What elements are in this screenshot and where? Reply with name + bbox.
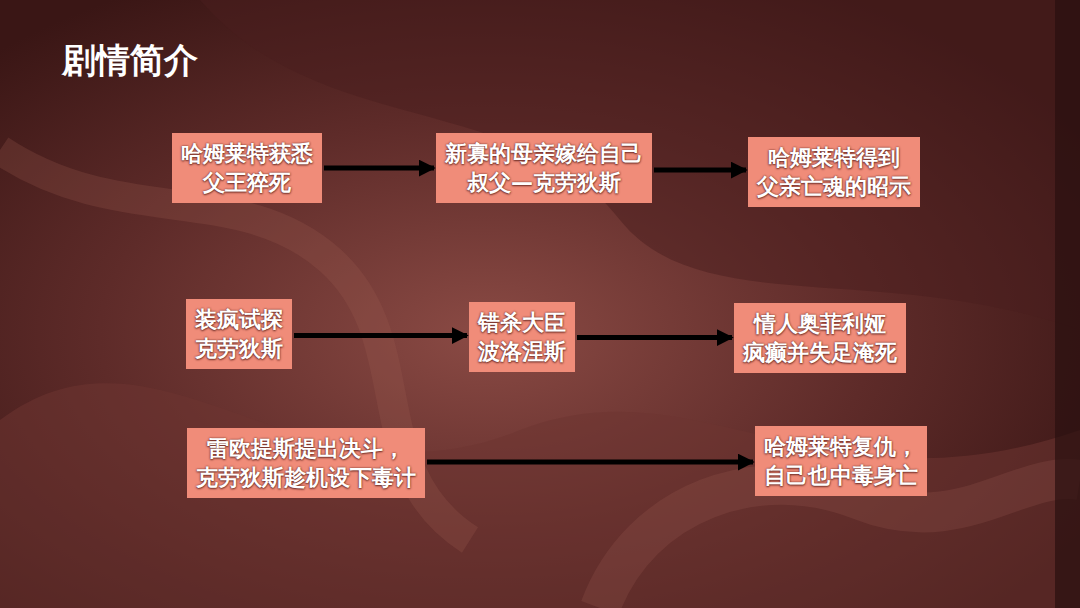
arrow-connector [577,335,732,340]
arrow-connector [654,168,746,173]
box-text: 哈姆莱特得到 父亲亡魂的昭示 [757,143,911,201]
process-box: 哈姆莱特获悉 父王猝死 [172,133,322,203]
process-box: 情人奥菲利娅 疯癫并失足淹死 [734,303,906,373]
process-box: 错杀大臣 波洛涅斯 [469,302,575,372]
box-text: 情人奥菲利娅 疯癫并失足淹死 [743,309,897,367]
arrow-connector [294,333,467,338]
box-text: 雷欧提斯提出决斗， 克劳狄斯趁机设下毒计 [196,434,416,492]
box-text: 哈姆莱特复仇， 自己也中毒身亡 [764,432,918,490]
process-box: 雷欧提斯提出决斗， 克劳狄斯趁机设下毒计 [187,428,425,498]
box-text: 错杀大臣 波洛涅斯 [478,308,566,366]
process-box: 新寡的母亲嫁给自己 叔父—克劳狄斯 [436,133,652,203]
box-text: 新寡的母亲嫁给自己 叔父—克劳狄斯 [445,139,643,197]
slide-title: 剧情简介 [62,38,198,84]
arrow-connector [324,166,434,171]
process-box: 哈姆莱特复仇， 自己也中毒身亡 [755,426,927,496]
box-text: 哈姆莱特获悉 父王猝死 [181,139,313,197]
box-text: 装疯试探 克劳狄斯 [195,305,283,363]
process-box: 装疯试探 克劳狄斯 [186,299,292,369]
process-box: 哈姆莱特得到 父亲亡魂的昭示 [748,137,920,207]
arrow-connector [427,460,753,465]
